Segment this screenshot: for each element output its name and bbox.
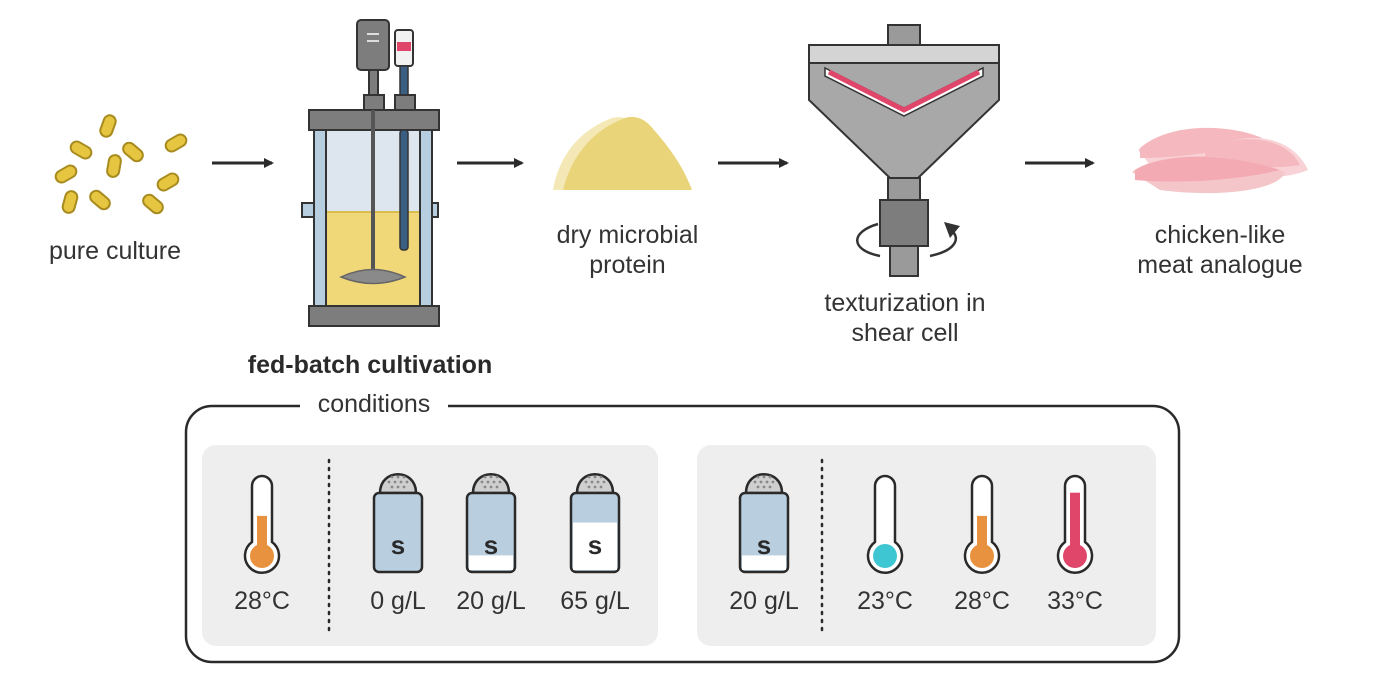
pure-culture-label: pure culture xyxy=(48,237,182,265)
temp-label-g2-1: 28°C xyxy=(954,587,1010,615)
texturization-label: texturization in shear cell xyxy=(795,288,1015,348)
thermometer-icon-g2-1 xyxy=(963,474,1001,574)
temp-label-g1: 28°C xyxy=(234,587,290,615)
salt-shaker-icon-g1-2: s xyxy=(569,473,621,574)
thermometer-icon-g2-0 xyxy=(866,474,904,574)
salt-label-g1-0: 0 g/L xyxy=(370,587,426,615)
salt-letter: s xyxy=(757,530,771,560)
salt-letter: s xyxy=(588,530,602,560)
meat-analogue-icon xyxy=(1132,127,1308,194)
conditions-panel-1 xyxy=(202,445,658,646)
protein-powder-icon xyxy=(553,116,692,190)
conditions-panel-2 xyxy=(697,445,1156,646)
salt-label-g2: 20 g/L xyxy=(729,587,799,615)
dry-protein-label: dry microbial protein xyxy=(530,220,725,280)
conditions-title: conditions xyxy=(300,388,448,420)
salt-letter: s xyxy=(484,530,498,560)
meat-line2: meat analogue xyxy=(1137,251,1303,279)
meat-analogue-label: chicken-like meat analogue xyxy=(1105,220,1335,280)
fed-batch-label: fed-batch cultivation xyxy=(247,351,493,379)
temp-label-g2-0: 23°C xyxy=(857,587,913,615)
thermometer-icon-g1 xyxy=(243,474,281,574)
salt-label-g1-1: 20 g/L xyxy=(456,587,526,615)
dry-protein-line2: protein xyxy=(589,251,666,279)
shear-cell-icon xyxy=(808,24,1000,277)
salt-shaker-icon-g1-1: s xyxy=(465,473,517,574)
microbe-cells-icon xyxy=(54,114,188,215)
conditions-frame xyxy=(184,404,1181,664)
salt-shaker-icon-g2: s xyxy=(738,473,790,574)
salt-label-g1-2: 65 g/L xyxy=(560,587,630,615)
dry-protein-line1: dry microbial xyxy=(556,221,699,249)
salt-letter: s xyxy=(391,530,405,560)
thermometer-icon-g2-2 xyxy=(1056,474,1094,574)
texturization-line2: shear cell xyxy=(851,319,959,347)
temp-label-g2-2: 33°C xyxy=(1047,587,1103,615)
texturization-line1: texturization in xyxy=(824,289,986,317)
bioreactor-icon xyxy=(301,19,440,327)
salt-shaker-icon-g1-0: s xyxy=(372,473,424,574)
meat-line1: chicken-like xyxy=(1154,221,1286,249)
